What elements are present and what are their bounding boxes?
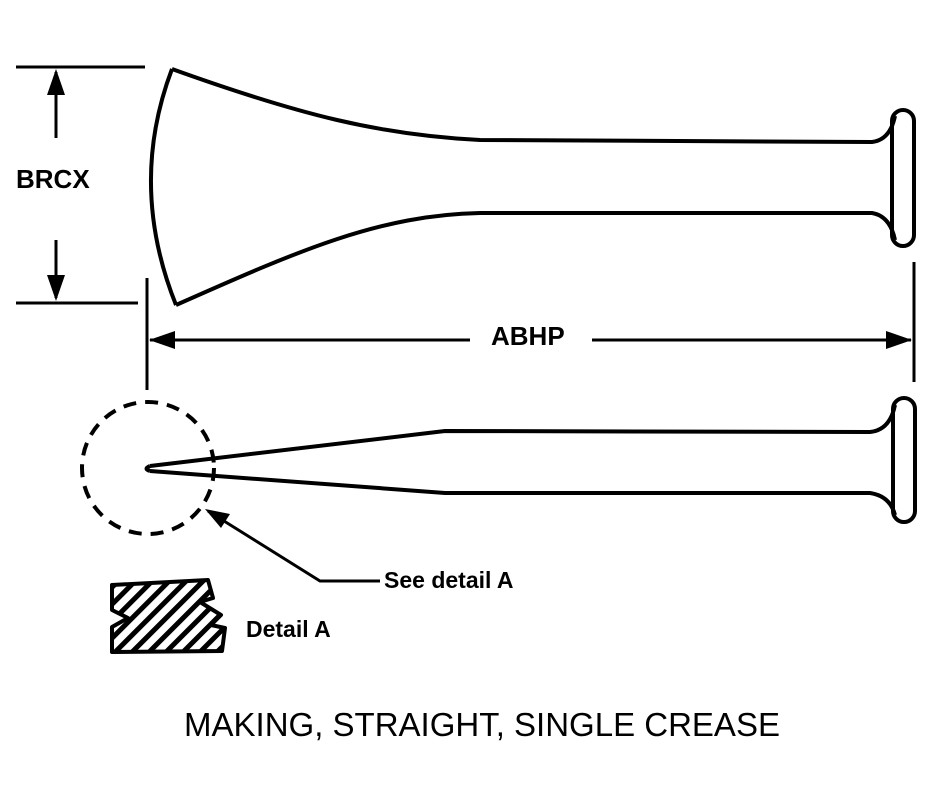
tool-side-view <box>149 67 916 307</box>
tool-end-cap <box>890 108 916 248</box>
callout-detail-a: Detail A <box>246 616 331 642</box>
callout-see-detail: See detail A <box>384 567 514 593</box>
detail-a-section <box>110 578 227 654</box>
edge-view-upper-line <box>149 404 897 468</box>
edge-view-tip <box>144 464 151 473</box>
tool-body-lower-edge <box>175 211 897 307</box>
dimension-label-abhp: ABHP <box>491 321 565 351</box>
tool-body-upper-edge <box>171 67 897 144</box>
detail-circle <box>80 400 216 536</box>
arrowhead-right <box>886 331 912 349</box>
tool-edge-view <box>144 396 917 524</box>
arrowhead-down <box>47 275 65 301</box>
edge-view-end-cap <box>891 396 917 524</box>
edge-view-lower-line <box>149 469 897 516</box>
dimension-abhp <box>145 262 916 390</box>
arrowhead-up <box>47 69 65 95</box>
leader-arrowhead <box>205 509 230 528</box>
leader-line <box>207 509 380 583</box>
dimension-label-brcx: BRCX <box>16 164 90 194</box>
tool-head-face <box>149 68 178 306</box>
diagram-caption: MAKING, STRAIGHT, SINGLE CREASE <box>184 706 780 743</box>
arrowhead-left <box>149 331 175 349</box>
